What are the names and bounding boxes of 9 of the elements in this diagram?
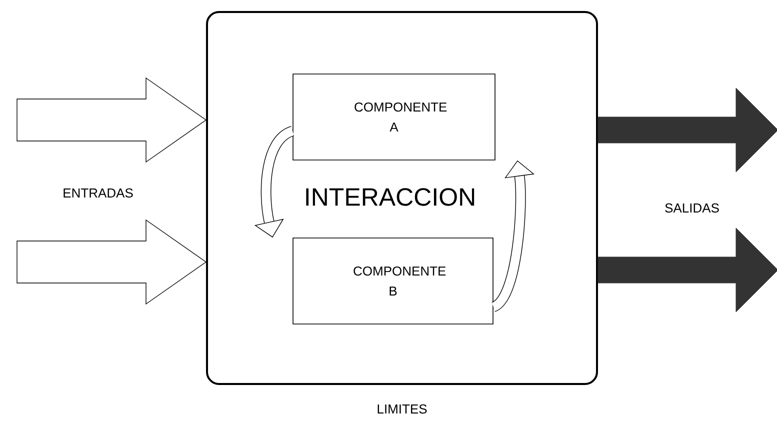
input-arrow	[16, 219, 207, 305]
flow-label: ENTRADAS	[64, 188, 133, 198]
flow-label: SALIDAS	[665, 203, 719, 213]
input-arrow	[16, 77, 207, 163]
output-arrow	[598, 228, 777, 312]
component-box: COMPONENTE B	[292, 238, 494, 324]
component-box: COMPONENTE A	[292, 74, 496, 160]
boundary-label: LIMITES	[378, 404, 427, 414]
output-arrow	[598, 88, 777, 172]
